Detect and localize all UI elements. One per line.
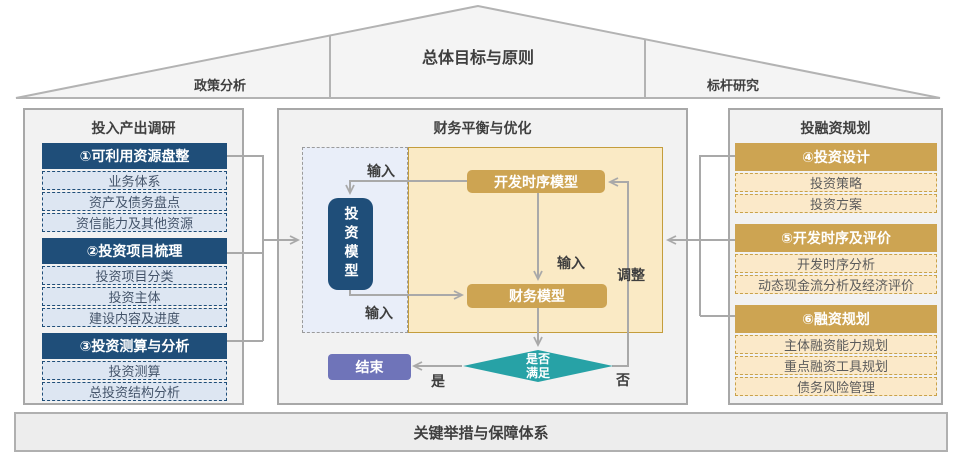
left-group-1: ①可利用资源盘整 业务体系 资产及债务盘点 资信能力及其他资源 <box>42 143 227 232</box>
left-panel-title: 投入产出调研 <box>91 121 176 137</box>
center-panel-title: 财务平衡与优化 <box>433 121 532 137</box>
group-header: ④投资设计 <box>735 143 937 171</box>
label-input-bottom: 输入 <box>365 306 393 322</box>
group-item: 债务风险管理 <box>735 377 937 396</box>
group-item: 建设内容及进度 <box>42 308 227 327</box>
label-input-mid: 输入 <box>557 256 585 272</box>
group-item: 重点融资工具规划 <box>735 356 937 375</box>
group-item: 资信能力及其他资源 <box>42 213 227 232</box>
finance-model-box: 财务模型 <box>467 284 607 308</box>
left-group-3: ③投资测算与分析 投资测算 总投资结构分析 <box>42 333 227 401</box>
roof-right-label: 标杆研究 <box>706 79 759 94</box>
investment-model-box: 投资模型 <box>328 198 373 290</box>
group-item: 投资项目分类 <box>42 266 227 285</box>
right-group-1: ④投资设计 投资策略 投资方案 <box>735 143 937 213</box>
left-group-2: ②投资项目梳理 投资项目分类 投资主体 建设内容及进度 <box>42 238 227 327</box>
decision-label: 是否满足 <box>525 352 550 380</box>
group-item: 投资策略 <box>735 173 937 192</box>
group-item: 投资测算 <box>42 361 227 380</box>
roof-title: 总体目标与原则 <box>421 48 534 67</box>
label-input-top: 输入 <box>367 164 395 180</box>
label-no: 否 <box>616 373 630 389</box>
group-header: ⑥融资规划 <box>735 305 937 333</box>
right-panel-groups: ④投资设计 投资策略 投资方案 ⑤开发时序及评价 开发时序分析 动态现金流分析及… <box>735 143 937 407</box>
right-group-3: ⑥融资规划 主体融资能力规划 重点融资工具规划 债务风险管理 <box>735 305 937 396</box>
group-item: 总投资结构分析 <box>42 382 227 401</box>
group-item: 动态现金流分析及经济评价 <box>735 275 937 294</box>
roof-left-label: 政策分析 <box>193 79 246 94</box>
end-box: 结束 <box>328 354 411 380</box>
label-yes: 是 <box>431 374 445 390</box>
group-item: 开发时序分析 <box>735 254 937 273</box>
group-item: 资产及债务盘点 <box>42 192 227 211</box>
group-header: ⑤开发时序及评价 <box>735 224 937 252</box>
bottom-bar: 关键举措与保障体系 <box>14 412 948 452</box>
left-panel-groups: ①可利用资源盘整 业务体系 资产及债务盘点 资信能力及其他资源 ②投资项目梳理 … <box>42 143 227 407</box>
group-item: 主体融资能力规划 <box>735 335 937 354</box>
right-group-2: ⑤开发时序及评价 开发时序分析 动态现金流分析及经济评价 <box>735 224 937 294</box>
group-header: ③投资测算与分析 <box>42 333 227 359</box>
group-header: ①可利用资源盘整 <box>42 143 227 169</box>
dev-sequence-model-box: 开发时序模型 <box>467 170 605 193</box>
right-panel-title: 投融资规划 <box>800 121 871 137</box>
group-header: ②投资项目梳理 <box>42 238 227 264</box>
group-item: 业务体系 <box>42 171 227 190</box>
group-item: 投资主体 <box>42 287 227 306</box>
group-item: 投资方案 <box>735 194 937 213</box>
label-adjust: 调整 <box>617 268 645 284</box>
